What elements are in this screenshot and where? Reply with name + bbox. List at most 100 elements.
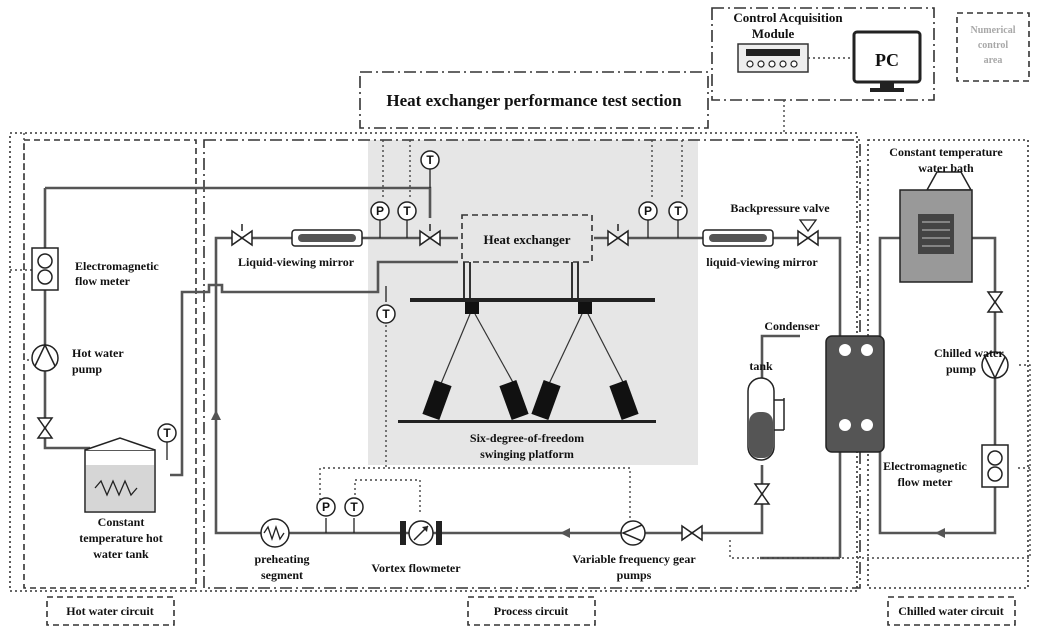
heat-exchanger-box: [461, 214, 593, 263]
condenser-icon: [825, 335, 885, 453]
control-module-label-2: Module: [752, 26, 795, 41]
temperature-sensor-icon: T: [376, 304, 396, 324]
condenser-label: Condenser: [764, 319, 820, 333]
platform-joint-2: [578, 302, 592, 314]
backpressure-valve-icon: [798, 219, 818, 233]
svg-text:P: P: [644, 204, 652, 218]
hot-water-circuit-box: [23, 139, 197, 589]
platform-base: [398, 420, 656, 423]
hot-water-pump-label-2: pump: [72, 362, 102, 376]
tank-label: tank: [749, 359, 773, 373]
gear-pump-icon: [620, 520, 646, 546]
electromagnetic-right-label-1: Electromagnetic: [883, 459, 967, 473]
temperature-sensor-icon: T: [344, 497, 364, 517]
ctrl-line-bottom-1: [319, 467, 631, 520]
ctrl-line-chilled: [729, 364, 1031, 559]
pc-label: PC: [875, 50, 899, 70]
liquid-mirror-right-label: liquid-viewing mirror: [706, 255, 818, 269]
liquid-viewing-mirror-right-icon: [702, 229, 774, 247]
hot-circuit-pipe-left: [43, 188, 90, 450]
pressure-sensor-icon: P: [370, 201, 390, 221]
valve-icons: [36, 229, 1004, 542]
hot-water-pump-label-1: Hot water: [72, 346, 124, 360]
control-area-box: [711, 7, 935, 101]
process-circuit-label: Process circuit: [494, 604, 569, 618]
instrument-sensors: T P T P T T T P T: [157, 150, 688, 533]
electromagnetic-right-label-2: flow meter: [898, 475, 954, 489]
water-bath-label-1: Constant temperature: [889, 145, 1003, 159]
control-module-label-1: Control Acquisition: [733, 10, 843, 25]
chilled-water-circuit-label-box: [887, 596, 1016, 626]
temperature-sensor-icon: T: [668, 201, 688, 221]
heat-exchanger-label: Heat exchanger: [483, 232, 570, 247]
pressure-sensor-icon: P: [638, 201, 658, 221]
chilled-pump-label-1: Chilled water: [934, 346, 1004, 360]
electromagnetic-flow-meter-left-icon: [31, 247, 59, 291]
vortex-flowmeter-icon: [400, 520, 442, 546]
pc-base: [870, 88, 904, 92]
svg-text:T: T: [403, 204, 411, 218]
control-module-knobs: [746, 60, 798, 68]
tank-icon: [747, 377, 785, 461]
svg-text:T: T: [382, 307, 390, 321]
chilled-water-pump-icon: [981, 351, 1009, 380]
hot-tank-label-3: water tank: [93, 547, 149, 561]
platform-legs: [439, 313, 626, 387]
water-bath-label-2: water bath: [918, 161, 974, 175]
preheating-label-2: segment: [261, 568, 303, 582]
numerical-control-label-3: area: [984, 55, 1003, 66]
preheating-label-1: preheating: [254, 552, 309, 566]
process-loop-top-right: [594, 236, 842, 336]
chilled-loop: [878, 236, 997, 535]
platform-actuators: [422, 380, 639, 420]
liquid-viewing-mirror-left-icon: [291, 229, 363, 247]
hot-water-pump-icon: [31, 343, 59, 372]
electromagnetic-flow-meter-right-icon: [981, 444, 1009, 488]
constant-temperature-water-bath-icon: [899, 171, 973, 283]
temperature-sensor-icon: T: [420, 150, 440, 170]
svg-text:T: T: [426, 153, 434, 167]
process-circuit-label-box: [467, 596, 596, 626]
pressure-sensor-icon: P: [316, 497, 336, 517]
platform-joint-1: [465, 302, 479, 314]
gear-pumps-label-2: pumps: [617, 568, 652, 582]
electromagnetic-left-label-1: Electromagnetic: [75, 259, 159, 273]
platform-label-1: Six-degree-of-freedom: [470, 431, 584, 445]
svg-text:T: T: [163, 426, 171, 440]
hot-water-circuit-label: Hot water circuit: [66, 604, 154, 618]
svg-text:P: P: [376, 204, 384, 218]
ctrl-line-bottom-2: [354, 479, 421, 515]
control-acquisition-module-icon: [737, 43, 809, 73]
test-section-title-box: [359, 71, 709, 129]
ctrl-line-pump: [23, 133, 36, 361]
flow-arrow-up: [211, 410, 221, 420]
gear-pumps-label-1: Variable frequency gear: [572, 552, 696, 566]
temperature-sensor-icon: T: [157, 423, 177, 443]
numerical-control-label-1: Numerical: [971, 25, 1016, 36]
test-section-title: Heat exchanger performance test section: [386, 91, 682, 110]
flow-arrow-left: [560, 528, 570, 538]
platform-top-plate: [410, 298, 655, 302]
svg-text:P: P: [322, 500, 330, 514]
numerical-control-label-2: control: [978, 40, 1009, 51]
liquid-mirror-left-label: Liquid-viewing mirror: [238, 255, 355, 269]
hot-water-tank-icon: [84, 437, 156, 513]
preheating-segment-icon: [260, 518, 290, 548]
svg-text:T: T: [350, 500, 358, 514]
tank-branch: [760, 334, 800, 380]
chilled-pump-label-2: pump: [946, 362, 976, 376]
electromagnetic-left-label-2: flow meter: [75, 274, 131, 288]
pc-stand: [880, 82, 894, 88]
control-module-display: [746, 49, 800, 56]
temperature-sensor-icon: T: [397, 201, 417, 221]
hot-tank-label-1: Constant: [98, 515, 145, 529]
platform-label-2: swinging platform: [480, 447, 574, 461]
backpressure-valve-label: Backpressure valve: [730, 201, 830, 215]
vortex-flowmeter-label: Vortex flowmeter: [371, 561, 461, 575]
numerical-control-area-box: [956, 12, 1030, 82]
svg-text:T: T: [674, 204, 682, 218]
hot-tank-label-2: temperature hot: [79, 531, 162, 545]
hot-water-circuit-label-box: [46, 596, 175, 626]
chilled-water-circuit-label: Chilled water circuit: [898, 604, 1004, 618]
